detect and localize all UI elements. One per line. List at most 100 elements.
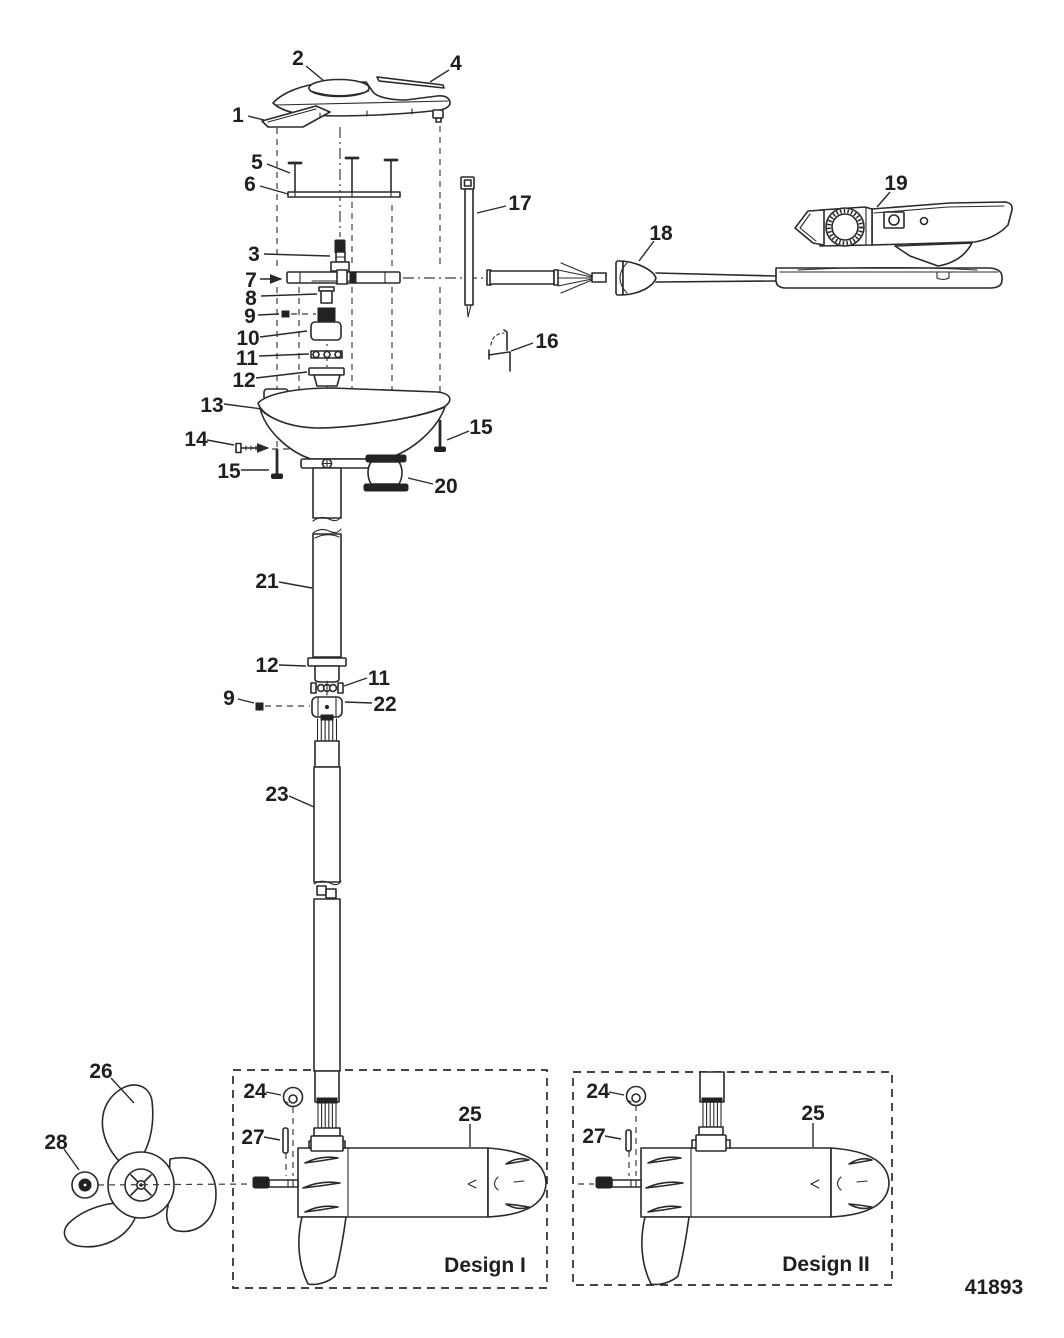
callout-7: 7: [245, 269, 257, 292]
prop-axis-guide: [97, 1183, 253, 1186]
callout-20: 20: [434, 475, 457, 498]
callout-leader-23: [288, 795, 315, 808]
callout-3: 3: [248, 243, 260, 266]
pedal-support: [894, 242, 973, 267]
callout-25: 25: [801, 1102, 825, 1125]
callout-leader-2: [305, 65, 325, 82]
design-2-box: [572, 1071, 893, 1286]
callout-leader-15: [446, 430, 470, 441]
drawing-number: 41893: [965, 1276, 1023, 1299]
part-bushing-12-mid: [307, 657, 347, 683]
callout-17: 17: [508, 192, 531, 215]
housing-rim: [257, 387, 451, 429]
callout-6: 6: [244, 173, 256, 196]
part-cable-assembly: [486, 260, 777, 296]
callout-leader-9: [257, 313, 280, 316]
callout-leader-9: [237, 698, 255, 704]
callout-16: 16: [535, 330, 558, 353]
callout-18: 18: [649, 222, 673, 245]
callout-15: 15: [469, 416, 493, 439]
callout-leader-12: [278, 664, 307, 667]
part-clip-16: [488, 329, 511, 372]
part-head-cover: [261, 76, 451, 128]
callout-leader-19: [876, 191, 891, 208]
pod-fin: [641, 1216, 690, 1286]
cover-dome: [308, 78, 370, 98]
callout-5: 5: [251, 151, 263, 174]
cover-side-fin: [261, 105, 331, 128]
callout-22: 22: [373, 693, 396, 716]
callout-leader-14: [206, 439, 235, 446]
callout-leader-4: [429, 69, 450, 83]
callout-leader-11: [258, 353, 310, 357]
part-pin-9-upper: [281, 310, 290, 318]
callout-leader-21: [278, 581, 313, 589]
part-bushing-12-upper: [308, 367, 345, 387]
callout-leader-3: [263, 253, 331, 257]
part-shaft-23: [313, 714, 342, 1072]
part-retainer-11-mid: [310, 680, 344, 696]
part-pin-9-mid: [255, 702, 264, 711]
part-foot-pedal-19: [775, 201, 1013, 289]
callout-leader-10: [259, 330, 308, 338]
callout-leader-6: [259, 185, 289, 195]
callout-leader-18: [638, 240, 655, 262]
part-motor-pod-25-design2: [640, 1139, 890, 1286]
part-plate-6: [287, 191, 401, 198]
callout-12: 12: [255, 654, 278, 677]
callout-leader-8: [260, 293, 318, 297]
callout-leader-1: [247, 115, 265, 121]
part-strain-relief-18: [615, 260, 657, 296]
part-coupler-22: [311, 696, 343, 718]
callout-27: 27: [582, 1125, 605, 1148]
callout-leader-27: [604, 1135, 622, 1140]
callout-24: 24: [243, 1080, 267, 1103]
callout-8: 8: [245, 287, 257, 310]
pod-shaft-connection-design2: [695, 1071, 727, 1152]
part-spool-20: [363, 454, 409, 492]
cable-connector: [591, 272, 607, 283]
callout-12: 12: [232, 369, 255, 392]
part-prop-shaft-design2: [595, 1176, 642, 1189]
callout-2: 2: [292, 47, 304, 70]
design-1-box: [232, 1069, 548, 1289]
callout-leader-27: [263, 1136, 281, 1141]
callout-1: 1: [232, 104, 244, 127]
pod-fin: [298, 1216, 347, 1286]
callout-9: 9: [223, 687, 235, 710]
propeller-blade-left: [63, 1202, 137, 1248]
design-2-label: Design II: [782, 1253, 870, 1276]
part-housing-13: [257, 387, 451, 469]
part-prop-shaft-design1: [252, 1176, 299, 1189]
pedal-base: [775, 267, 1003, 289]
part-bracket-plate-7: [286, 269, 401, 285]
part-shaft-21: [312, 467, 342, 658]
callout-leader-16: [510, 342, 534, 352]
callout-13: 13: [200, 394, 223, 417]
callout-27: 27: [241, 1126, 264, 1149]
part-bushing-8: [318, 286, 335, 304]
callout-19: 19: [884, 172, 907, 195]
callout-10: 10: [236, 327, 259, 350]
callout-leader-24: [265, 1091, 282, 1096]
callout-leader-20: [407, 477, 434, 485]
callout-21: 21: [255, 570, 279, 593]
callout-leader-22: [344, 701, 373, 704]
part-retainer-11-upper: [310, 350, 343, 359]
part-prop-nut-28: [71, 1171, 99, 1199]
callout-24: 24: [586, 1080, 610, 1103]
cable-coil: [489, 270, 555, 285]
callout-leader-17: [476, 205, 507, 214]
part-screws-5: [287, 156, 399, 194]
propeller-blade-top: [101, 1084, 154, 1162]
pedal-prow: [794, 209, 825, 246]
part-nut-24-design1: [282, 1086, 304, 1108]
part-screw-15-left: [271, 448, 283, 479]
pod-nose: [487, 1147, 547, 1218]
callout-11: 11: [368, 667, 391, 690]
part-propeller-26: [63, 1084, 217, 1248]
callout-leader-26: [110, 1077, 135, 1104]
